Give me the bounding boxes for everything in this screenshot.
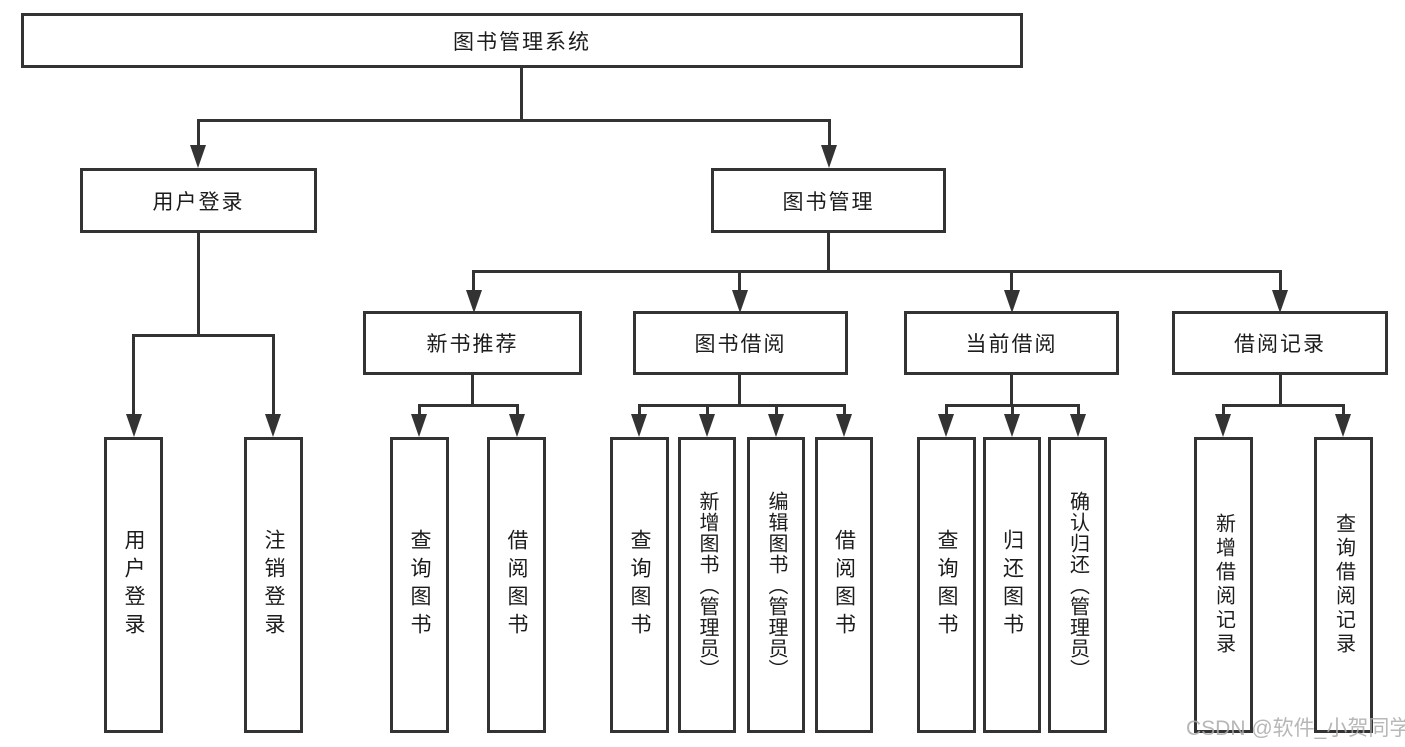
connector-level3-hline (472, 270, 1282, 273)
leaf-label: 归还图书 (1000, 529, 1024, 641)
leaf-newbook-borrow-books: 借阅图书 (487, 437, 546, 733)
arrow-to-leaf-logout (265, 414, 281, 437)
leaf-borrow-edit-books-admin: 编辑图书（管理员） (747, 437, 805, 733)
leaf-records-add-record: 新增借阅记录 (1194, 437, 1253, 733)
connector-g2-c2-stem (706, 404, 709, 416)
connector-records-stem (1279, 270, 1282, 291)
connector-g1-down (471, 373, 474, 407)
leaf-label: 查询借阅记录 (1332, 513, 1355, 657)
leaf-label: 编辑图书（管理员） (765, 490, 787, 680)
leaf-label: 新增图书（管理员） (696, 490, 718, 680)
connector-user-login-down (197, 231, 200, 337)
leaf-label: 借阅图书 (832, 529, 856, 641)
leaf-label: 查询图书 (628, 529, 651, 641)
connector-g2-c1-stem (638, 404, 641, 416)
node-library-management-system: 图书管理系统 (21, 13, 1023, 68)
connector-g4-down (1279, 373, 1282, 407)
connector-newbook-stem (472, 270, 475, 291)
connector-g3-c3-stem (1077, 404, 1080, 416)
arrow-g1-c1 (411, 414, 427, 437)
node-book-management: 图书管理 (711, 168, 946, 233)
leaf-newbook-query-books: 查询图书 (390, 437, 449, 733)
leaf-label: 借阅图书 (505, 529, 528, 641)
connector-user-login-stem (197, 119, 200, 147)
connector-book-mgmt-stem (828, 119, 831, 147)
arrow-g4-c1 (1215, 414, 1231, 437)
leaf-label: 查询图书 (935, 529, 958, 641)
arrow-to-records (1272, 290, 1288, 313)
connector-g4-split (1222, 404, 1344, 407)
connector-g3-c2-stem (1011, 404, 1014, 416)
node-new-book-recommendation: 新书推荐 (363, 311, 582, 375)
leaf-records-query-record: 查询借阅记录 (1314, 437, 1373, 733)
connector-g3-c1-stem (945, 404, 948, 416)
arrow-to-current (1004, 290, 1020, 313)
leaf-label: 注销登录 (262, 529, 285, 641)
arrow-to-borrow (732, 290, 748, 313)
connector-g1-c1-stem (418, 404, 421, 416)
leaf-label: 用户登录 (122, 529, 145, 641)
connector-g2-c3-stem (775, 404, 778, 416)
connector-g1-split (418, 404, 519, 407)
leaf-borrow-query-books: 查询图书 (610, 437, 669, 733)
leaf-borrow-borrow-books: 借阅图书 (815, 437, 873, 733)
connector-g2-split (638, 404, 846, 407)
connector-current-stem (1010, 270, 1013, 291)
leaf-logout: 注销登录 (244, 437, 303, 733)
arrow-to-user-login (190, 145, 206, 168)
node-label: 图书管理系统 (453, 30, 591, 54)
arrow-g3-c2 (1004, 414, 1020, 437)
arrow-g2-c2 (699, 414, 715, 437)
node-current-borrowing: 当前借阅 (904, 311, 1119, 375)
connector-leaf-logout-stem (272, 334, 275, 415)
csdn-watermark: CSDN @软件_小贺同学 (1186, 717, 1405, 740)
connector-g4-c1-stem (1222, 404, 1225, 416)
connector-book-mgmt-down (827, 231, 830, 273)
arrow-g3-c3 (1070, 414, 1086, 437)
leaf-current-query-books: 查询图书 (917, 437, 976, 733)
leaf-label: 查询图书 (408, 529, 431, 641)
connector-g2-c4-stem (843, 404, 846, 416)
connector-g3-down (1010, 373, 1013, 407)
arrow-to-book-mgmt (821, 145, 837, 168)
node-label: 用户登录 (152, 190, 245, 214)
connector-leaf-login-stem (132, 334, 135, 415)
leaf-current-confirm-return-admin: 确认归还（管理员） (1048, 437, 1107, 733)
node-label: 新书推荐 (426, 333, 519, 356)
node-label: 图书借阅 (694, 333, 787, 356)
connector-borrow-stem (738, 270, 741, 291)
node-user-login: 用户登录 (80, 168, 317, 233)
node-book-borrowing: 图书借阅 (633, 311, 848, 375)
leaf-label: 确认归还（管理员） (1066, 490, 1089, 680)
leaf-label: 新增借阅记录 (1212, 513, 1235, 657)
arrow-g3-c1 (938, 414, 954, 437)
leaf-user-login: 用户登录 (104, 437, 163, 733)
leaf-borrow-add-books-admin: 新增图书（管理员） (678, 437, 736, 733)
connector-g1-c2-stem (516, 404, 519, 416)
arrow-g2-c4 (836, 414, 852, 437)
connector-root-stem (520, 68, 523, 121)
connector-user-login-split (132, 334, 275, 337)
connector-g4-c2-stem (1342, 404, 1345, 416)
node-borrowing-records: 借阅记录 (1172, 311, 1388, 375)
node-label: 当前借阅 (965, 333, 1058, 356)
connector-g2-down (738, 373, 741, 407)
node-label: 借阅记录 (1234, 333, 1326, 356)
node-label: 图书管理 (782, 190, 875, 214)
arrow-g2-c3 (768, 414, 784, 437)
arrow-to-newbook (466, 290, 482, 313)
leaf-current-return-books: 归还图书 (983, 437, 1041, 733)
arrow-to-leaf-login (126, 414, 142, 437)
arrow-g2-c1 (631, 414, 647, 437)
arrow-g1-c2 (509, 414, 525, 437)
arrow-g4-c2 (1335, 414, 1351, 437)
connector-level2-hline (197, 119, 831, 122)
